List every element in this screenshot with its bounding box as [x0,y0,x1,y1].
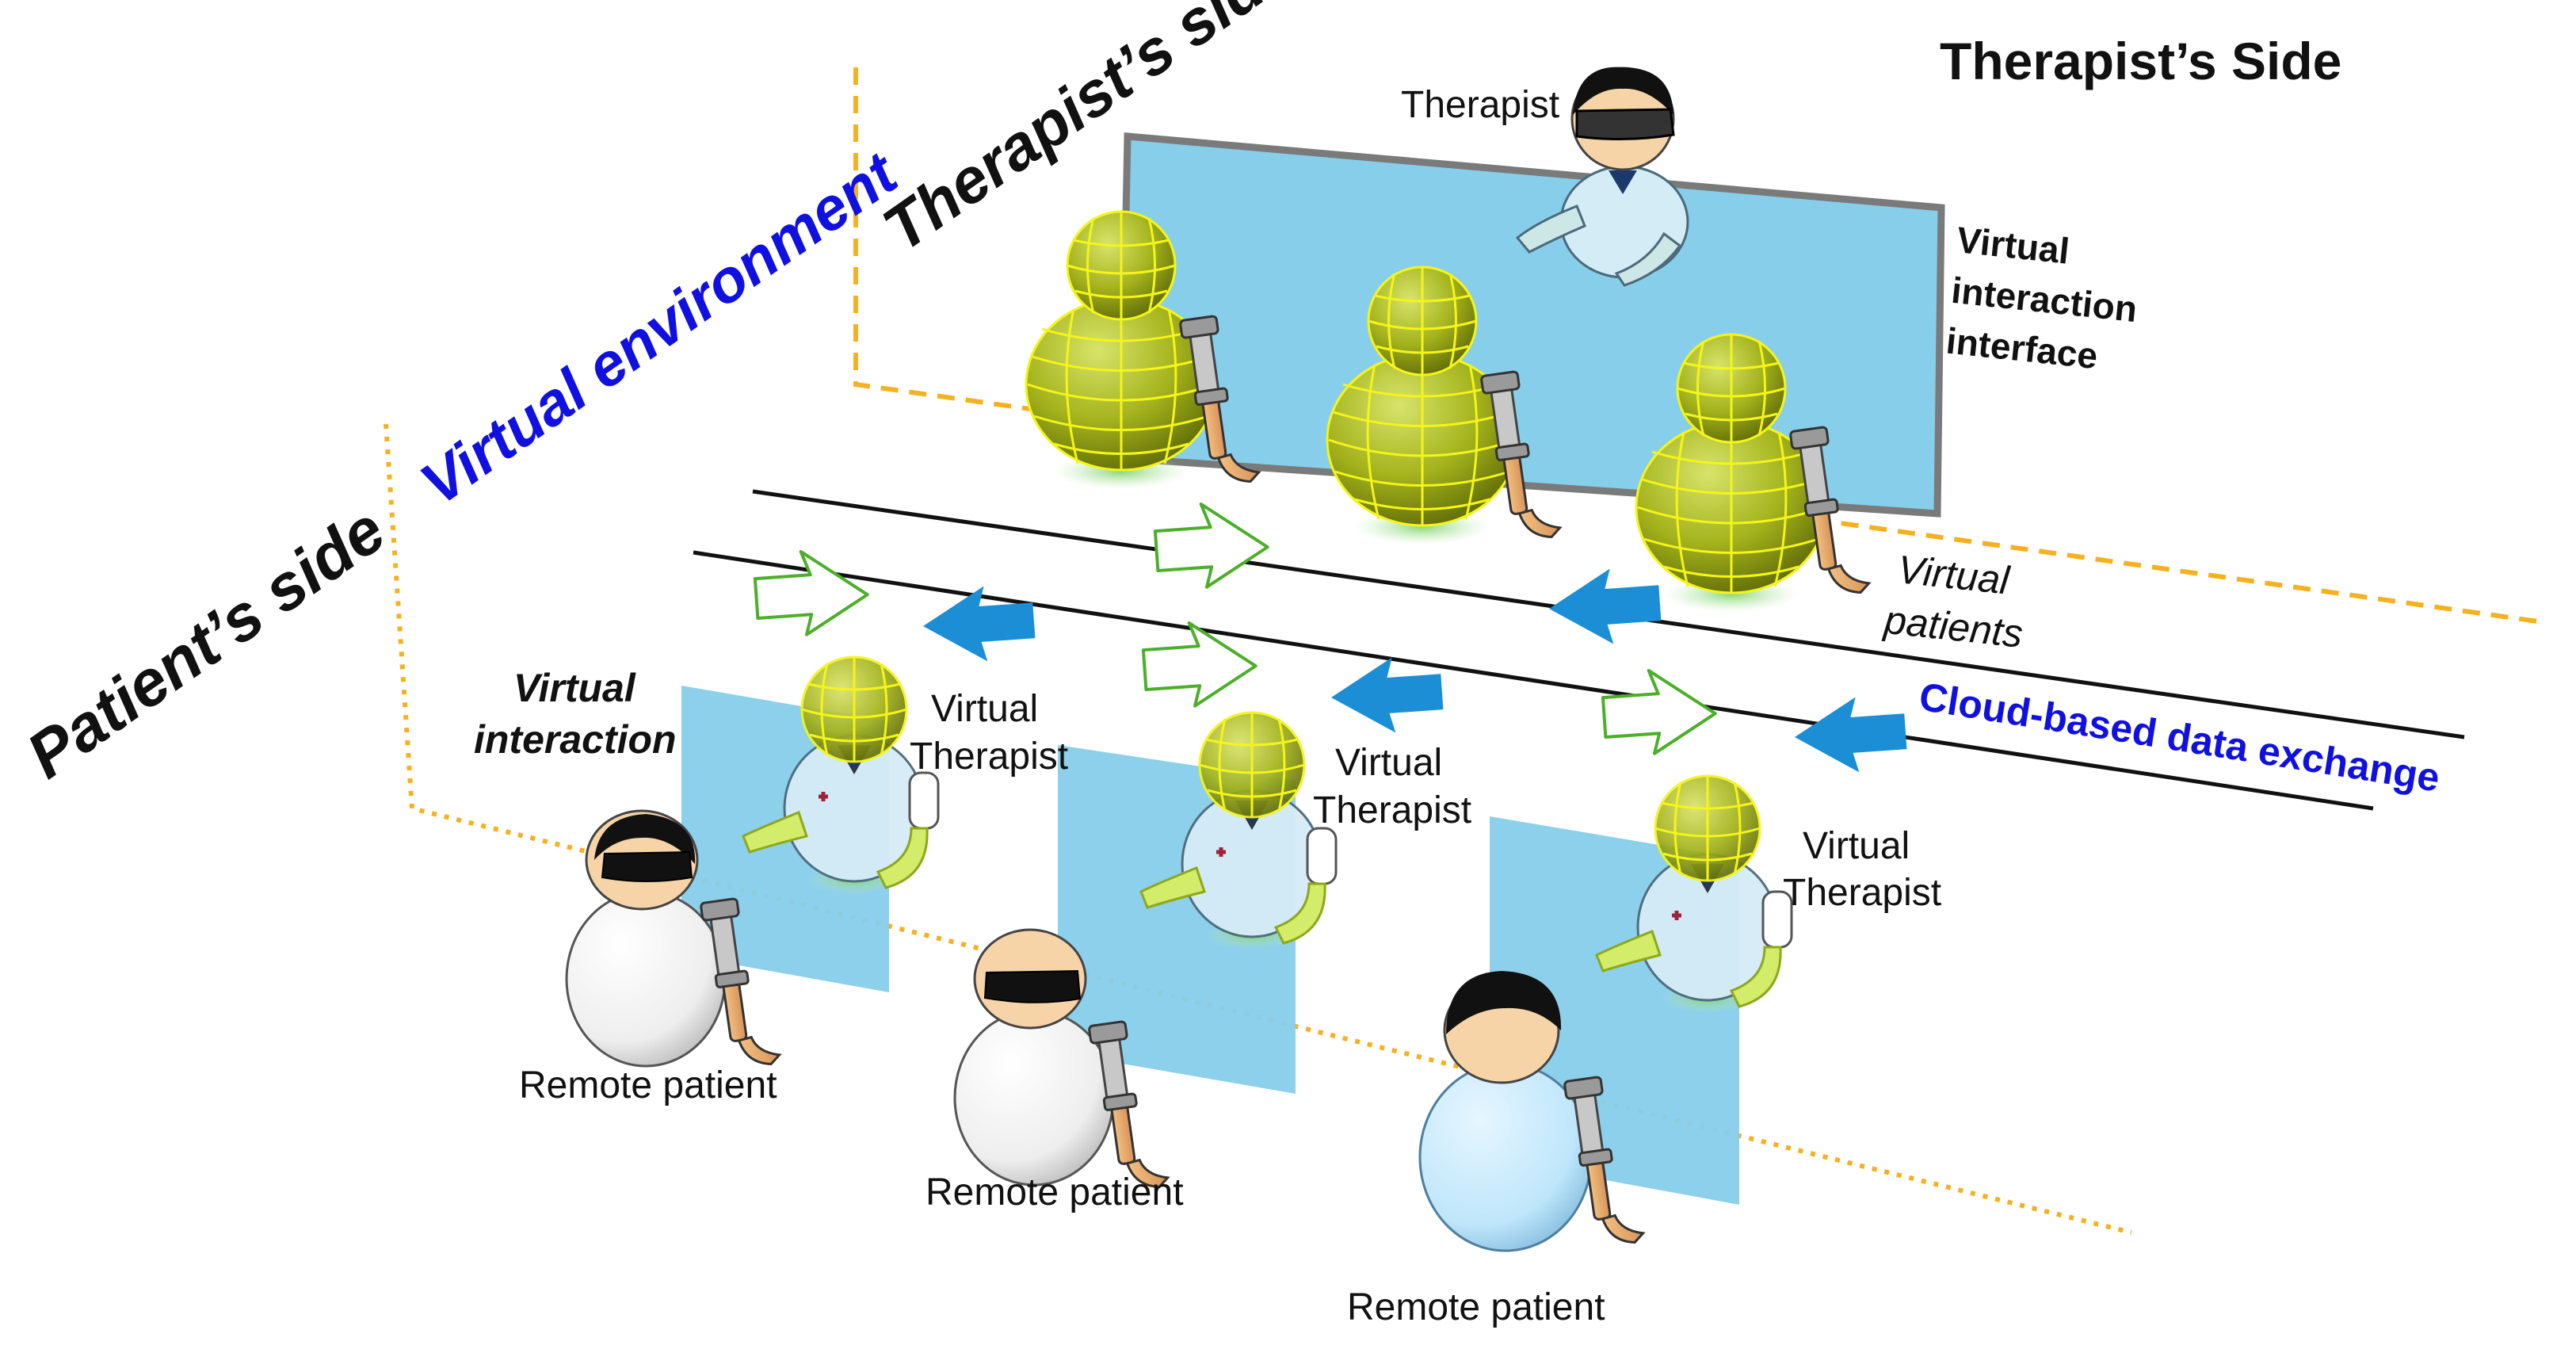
upload-arrow-3 [1139,617,1260,711]
svg-text:Virtual: Virtual [1895,547,2013,603]
therapists-side-title: Therapist’s Side [1940,32,2341,90]
virtual-interaction-label: Virtual interaction [474,666,677,762]
svg-text:Therapist: Therapist [1783,872,1941,914]
therapist-plane-border [853,67,2544,625]
remote-patient-1 [565,809,782,1072]
download-arrow-4 [1792,694,1909,777]
download-arrow-1 [920,583,1037,666]
remote-patient-label-3: Remote patient [1347,1286,1605,1328]
therapist-figure [1515,67,1689,287]
patient-plane-border [384,423,2132,1235]
vr-headset-icon [1575,108,1675,141]
upload-arrow-1 [751,545,872,640]
upload-arrow-4 [1599,664,1719,759]
remote-patient-2 [953,928,1170,1195]
svg-text:Virtual: Virtual [1803,825,1910,867]
svg-text:Therapist: Therapist [910,736,1068,778]
svg-text:interaction: interaction [474,717,677,762]
svg-text:Virtual: Virtual [513,666,636,710]
cloud-exchange-label: Cloud-based data exchange [1916,674,2443,801]
svg-text:Virtual: Virtual [1335,742,1442,784]
vr-headset-icon [983,969,1082,1003]
svg-text:interaction: interaction [1949,269,2139,330]
remote-patient-3 [1418,971,1646,1252]
download-arrow-3 [1546,565,1663,648]
virtual-therapist-label-2: Virtual Therapist [1313,742,1471,831]
vr-headset-icon [601,850,693,882]
virtual-therapist-label-3: Virtual Therapist [1783,825,1941,914]
svg-text:Therapist: Therapist [1313,789,1471,831]
svg-text:interface: interface [1944,319,2100,376]
virtual-patients-label: Virtual patients [1881,547,2025,656]
therapist-label: Therapist [1401,84,1559,126]
download-arrow-2 [1328,654,1445,737]
patients-side-plane-label: Patient’s side [14,494,398,793]
remote-patient-label-1: Remote patient [519,1064,777,1106]
virtual-environment-label: Virtual environment [409,139,910,518]
upload-arrow-2 [1151,498,1272,592]
svg-text:patients: patients [1881,598,2025,656]
svg-text:Virtual: Virtual [931,688,1038,730]
svg-text:Virtual: Virtual [1955,219,2071,272]
virtual-therapist-label-1: Virtual Therapist [910,688,1068,778]
remote-patient-label-2: Remote patient [925,1171,1184,1213]
virtual-interaction-interface-label: Virtual interaction interface [1944,219,2139,376]
